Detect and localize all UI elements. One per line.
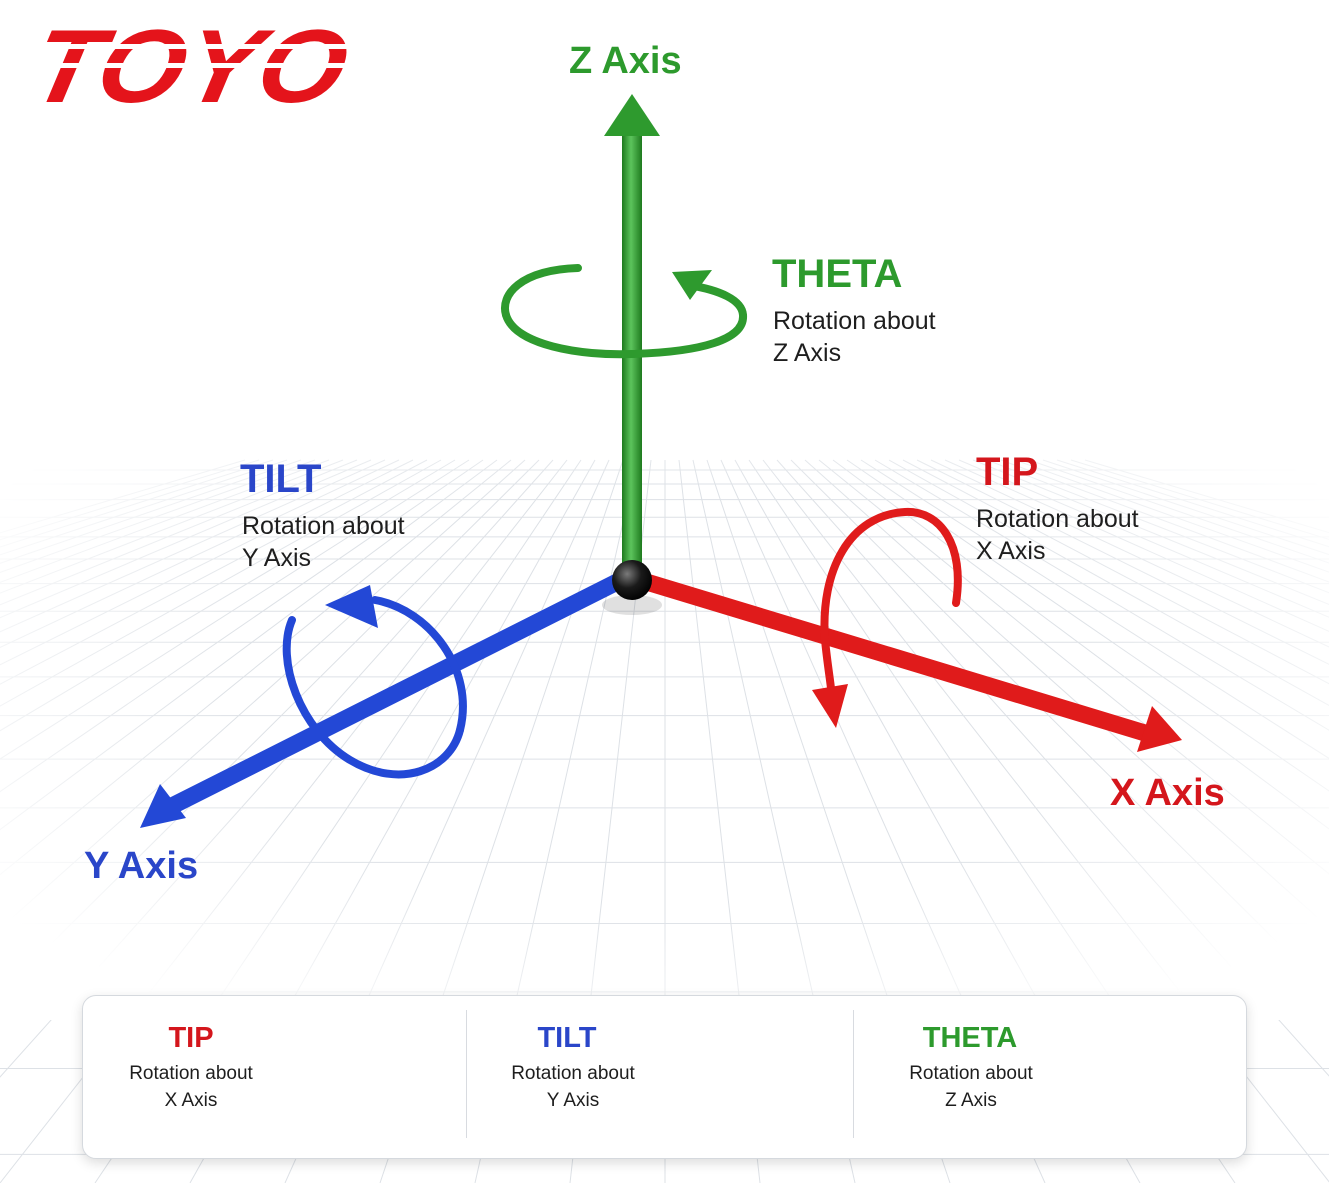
tip-ring (820, 507, 962, 704)
y-axis-label: Y Axis (84, 845, 199, 887)
tip-arrowhead (812, 684, 848, 728)
y-axis-arrowhead (140, 784, 186, 828)
tip-description: Rotation about X Axis (976, 505, 1139, 565)
legend-tilt-title: TILT (537, 1022, 597, 1054)
tilt-ring-front (371, 596, 467, 734)
theta-description: Rotation about Z Axis (773, 307, 936, 367)
legend-panel: TIP Rotation about X Axis TILT Rotation … (82, 995, 1247, 1159)
z-axis-arrowhead (604, 94, 660, 136)
toyo-logo: TOYO (20, 9, 358, 125)
legend-theta-title: THETA (922, 1022, 1018, 1054)
x-axis-arrowhead (1137, 706, 1182, 752)
z-axis-label: Z Axis (569, 40, 682, 82)
legend-tip-title: TIP (168, 1022, 214, 1054)
legend-theta-description: Rotation about Z Axis (909, 1063, 1033, 1111)
y-axis-shaft (159, 569, 634, 817)
theta-arrowhead (672, 270, 712, 300)
tilt-description: Rotation about Y Axis (242, 512, 405, 572)
x-axis-label: X Axis (1110, 772, 1225, 814)
theta-title: THETA (772, 252, 903, 296)
tilt-title: TILT (240, 457, 322, 501)
legend-tilt-description: Rotation about Y Axis (511, 1063, 635, 1111)
theta-ring-back (501, 264, 582, 319)
legend-tip-description: Rotation about X Axis (129, 1063, 253, 1111)
tip-title: TIP (976, 450, 1039, 494)
tilt-arrowhead (325, 585, 378, 628)
origin-ball (612, 560, 652, 600)
legend-divider (466, 1010, 467, 1138)
legend-divider (853, 1010, 854, 1138)
theta-ring-front (502, 311, 747, 359)
tilt-ring-back (282, 616, 464, 779)
x-axis-shaft (631, 571, 1154, 742)
